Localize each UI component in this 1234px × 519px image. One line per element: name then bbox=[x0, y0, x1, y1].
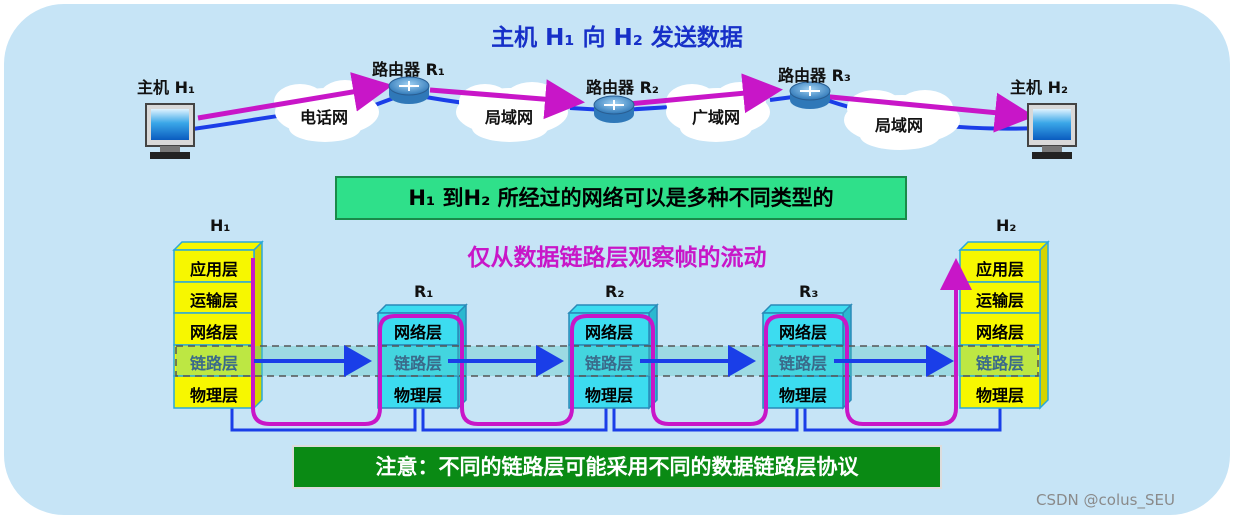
r3-network-layer: 网络层 bbox=[778, 323, 827, 342]
stack-r1-label: R₁ bbox=[414, 282, 434, 301]
stack-r3-label: R₃ bbox=[799, 282, 819, 301]
router-r1-label: 路由器 R₁ bbox=[372, 60, 445, 79]
r3-link-layer: 链路层 bbox=[778, 354, 827, 373]
router-r2-label: 路由器 R₂ bbox=[586, 78, 659, 97]
router-icon bbox=[388, 76, 430, 104]
h1-transport-layer: 运输层 bbox=[189, 291, 238, 310]
r2-physical-layer: 物理层 bbox=[584, 386, 633, 405]
h2-link-layer: 链路层 bbox=[975, 354, 1024, 373]
r3-physical-layer: 物理层 bbox=[778, 386, 827, 405]
h1-application-layer: 应用层 bbox=[189, 260, 238, 279]
network-label-phone: 电话网 bbox=[300, 108, 349, 127]
watermark: CSDN @colus_SEU bbox=[1036, 491, 1175, 509]
host-h1-label: 主机 H₁ bbox=[137, 78, 195, 97]
router-r3-label: 路由器 R₃ bbox=[778, 66, 851, 85]
network-label-lan-1: 局域网 bbox=[485, 108, 534, 127]
h2-transport-layer: 运输层 bbox=[975, 291, 1024, 310]
stack-h1-label: H₁ bbox=[210, 216, 231, 235]
r1-network-layer: 网络层 bbox=[393, 323, 442, 342]
computer-h2-icon bbox=[1027, 103, 1077, 159]
stack-r2 bbox=[567, 303, 659, 410]
router-icon bbox=[593, 95, 635, 123]
subtitle-link-layer: 仅从数据链路层观察帧的流动 bbox=[467, 245, 767, 271]
top-data-path bbox=[197, 72, 1035, 133]
stack-h2 bbox=[958, 240, 1050, 410]
h2-network-layer: 网络层 bbox=[975, 323, 1024, 342]
r1-link-layer: 链路层 bbox=[393, 354, 442, 373]
diagram-title: 主机 H₁ 向 H₂ 发送数据 bbox=[491, 25, 743, 51]
network-label-lan-2: 局域网 bbox=[875, 116, 924, 135]
h2-physical-layer: 物理层 bbox=[975, 386, 1024, 405]
bottom-physical-links bbox=[230, 408, 1002, 432]
stack-h2-label: H₂ bbox=[996, 216, 1017, 235]
frame-flow-path bbox=[251, 258, 972, 426]
stack-h1 bbox=[172, 240, 264, 410]
h1-link-layer: 链路层 bbox=[189, 354, 238, 373]
host-h2-label: 主机 H₂ bbox=[1010, 78, 1068, 97]
stack-r2-label: R₂ bbox=[605, 282, 625, 301]
r1-physical-layer: 物理层 bbox=[393, 386, 442, 405]
r2-link-layer: 链路层 bbox=[584, 354, 633, 373]
computer-h1-icon bbox=[145, 103, 195, 159]
h1-network-layer: 网络层 bbox=[189, 323, 238, 342]
network-label-wan: 广域网 bbox=[692, 108, 741, 127]
router-icon bbox=[789, 81, 831, 109]
h2-application-layer: 应用层 bbox=[975, 260, 1024, 279]
r2-network-layer: 网络层 bbox=[584, 323, 633, 342]
h1-physical-layer: 物理层 bbox=[189, 386, 238, 405]
banner-network-types: H₁ 到H₂ 所经过的网络可以是多种不同类型的 bbox=[335, 176, 907, 220]
banner-protocol-note: 注意：不同的链路层可能采用不同的数据链路层协议 bbox=[292, 445, 942, 489]
